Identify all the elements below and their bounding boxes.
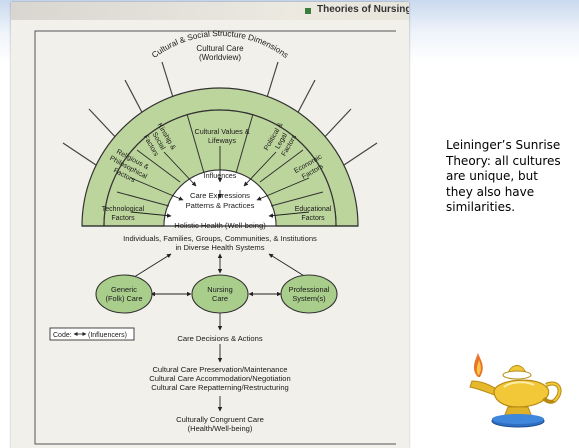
care-expressions-label: Care Expressions	[190, 191, 250, 200]
influences-label: Influences	[204, 171, 237, 180]
code-legend-box	[49, 327, 135, 341]
generic-care-oval	[95, 274, 153, 314]
arc-influence-arrows	[130, 146, 310, 218]
repatterning-label: Cultural Care Repatterning/Restructuring	[151, 383, 289, 392]
header-square-marker	[305, 8, 311, 14]
system-arrows	[130, 253, 310, 412]
code-label: Code:	[53, 332, 72, 339]
cultural-care-label: Cultural Care	[196, 44, 244, 53]
congruent-care-label: Culturally Congruent Care	[176, 415, 264, 424]
values-factor-label: Cultural Values &	[195, 127, 250, 136]
holistic-health-label: Holistic Health (Well-being)	[174, 221, 266, 230]
nursing-label: Nursing	[207, 285, 232, 294]
preservation-label: Cultural Care Preservation/Maintenance	[152, 365, 287, 374]
educational-factors-label: Factors	[301, 215, 325, 222]
accommodation-label: Cultural Care Accommodation/Negotiation	[149, 374, 290, 383]
patterns-practices-label: Patterns & Practices	[186, 201, 255, 210]
slide-caption: Leininger’s Sunrise Theory: all cultures…	[446, 138, 561, 214]
diagram-frame	[34, 30, 396, 445]
health-systems-label: in Diverse Health Systems	[175, 243, 264, 252]
professional-system-oval	[280, 274, 338, 314]
worldview-label: (Worldview)	[199, 53, 241, 62]
educational-factor-label: Educational	[295, 206, 332, 213]
page-header-bar	[11, 2, 409, 20]
factor-dividers	[116, 113, 324, 207]
health-wellbeing-label: (Health/Well-being)	[188, 424, 253, 433]
lifeways-label: Lifeways	[208, 136, 236, 145]
nursing-care-label: Care	[212, 294, 228, 303]
professional-label: Professional	[289, 285, 330, 294]
influencers-label: (Influencers)	[88, 332, 127, 339]
care-decisions-label: Care Decisions & Actions	[177, 334, 262, 343]
folk-care-label: (Folk) Care	[106, 294, 143, 303]
technological-factors-label: Factors	[111, 215, 135, 222]
generic-label: Generic	[111, 285, 137, 294]
sunrise-model-diagram: Cultural Care (Worldview) Cultural & Soc…	[34, 29, 396, 445]
page-header-title: Theories of Nursing	[317, 4, 409, 15]
individuals-label: Individuals, Families, Groups, Communiti…	[123, 234, 317, 243]
nursing-care-oval	[191, 274, 249, 314]
systems-label: System(s)	[292, 294, 325, 303]
technological-factor-label: Technological	[102, 206, 145, 213]
nursing-lamp-icon	[469, 353, 562, 428]
scanned-book-page: Theories of Nursing	[11, 2, 409, 448]
